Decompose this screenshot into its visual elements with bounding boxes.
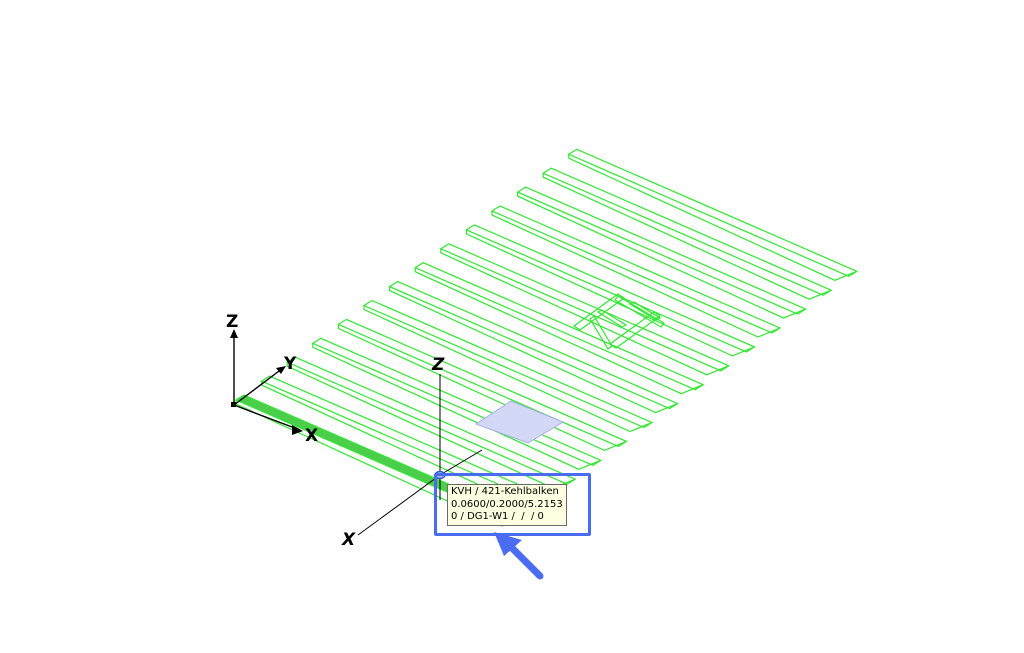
beam[interactable] [541, 167, 833, 300]
tooltip-line-layer: 0 / DG1-W1 / / / 0 [451, 511, 544, 522]
selected-face[interactable] [474, 400, 565, 444]
tooltip-line-section: KVH / 421-Kehlbalken [451, 486, 559, 497]
beam-side-face[interactable] [465, 229, 755, 357]
beam-top-face[interactable] [567, 148, 859, 277]
callout-arrow-icon [494, 532, 544, 580]
beam-top-face[interactable] [541, 167, 833, 296]
opening-frame[interactable] [572, 293, 665, 350]
beam[interactable] [362, 299, 654, 433]
beam-side-face[interactable] [337, 324, 627, 452]
beam-top-face[interactable] [465, 224, 756, 353]
beam-side-face[interactable] [516, 192, 806, 319]
beam-top-face[interactable] [439, 243, 731, 372]
beam-side-face[interactable] [414, 267, 704, 395]
beam-group[interactable] [234, 148, 859, 527]
beam[interactable] [439, 243, 731, 376]
local-x-axis-label: X [341, 530, 356, 550]
tooltip-line-dimensions: 0.0600/0.2000/5.2153 [451, 498, 563, 510]
element-info-tooltip: KVH / 421-Kehlbalken 0.0600/0.2000/5.215… [447, 484, 567, 526]
beam-side-face[interactable] [363, 305, 653, 433]
beam[interactable] [465, 224, 756, 357]
global-y-axis-label: Y [283, 354, 297, 374]
beam[interactable] [490, 205, 782, 338]
beam-top-face[interactable] [388, 280, 679, 410]
global-z-axis-label: Z [226, 312, 238, 332]
beam[interactable] [567, 148, 859, 281]
beam[interactable] [337, 318, 628, 452]
beam-side-face[interactable] [286, 362, 576, 489]
beam-side-face[interactable] [312, 343, 602, 470]
global-x-axis-label: X [305, 426, 318, 446]
beam[interactable] [413, 262, 705, 395]
global-axis-triad [230, 329, 303, 435]
beam-top-face[interactable] [516, 186, 807, 315]
local-z-axis-label: Z [431, 355, 445, 375]
tooltip-highlight-frame [434, 473, 591, 536]
beam-side-face[interactable] [542, 173, 832, 300]
beam[interactable] [388, 280, 679, 414]
beam-side-face[interactable] [389, 286, 678, 414]
beam[interactable] [285, 356, 577, 489]
local-axis-triad [357, 374, 483, 536]
beam-side-face[interactable] [491, 211, 781, 338]
beam[interactable] [516, 186, 807, 319]
beam-side-face[interactable] [440, 248, 730, 376]
beam-top-face[interactable] [337, 318, 628, 448]
beam-top-face[interactable] [490, 205, 782, 334]
beam-side-face[interactable] [568, 154, 858, 281]
